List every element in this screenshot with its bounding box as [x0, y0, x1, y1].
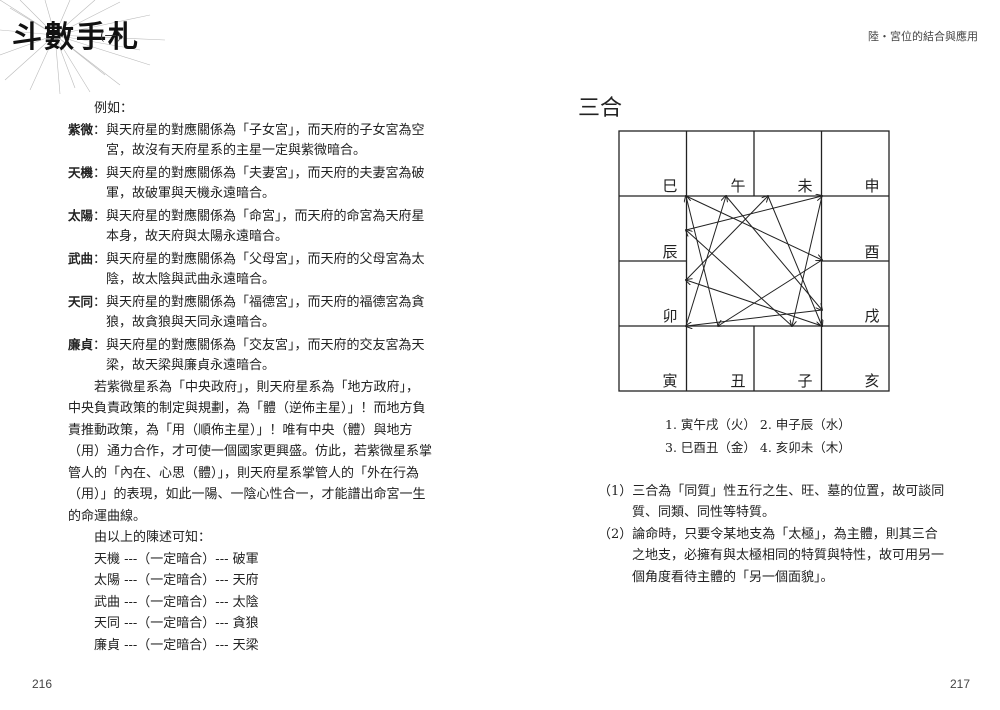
term-sep: ：: [93, 338, 107, 353]
term-text: 與天府星的對應關係為「夫妻宮」，而天府的夫妻宮為破: [106, 166, 425, 181]
header-volume: (一): [100, 29, 122, 43]
diagram-caption-line1: 1. 寅午戌（火） 2. 申子辰（水）: [665, 417, 851, 432]
branch-hai: 亥: [864, 372, 879, 390]
paragraph-line: 中央負責政策的制定與規劃，為「體（逆佈主星）」！而地方負: [68, 401, 426, 416]
branch-xu: 戌: [864, 307, 879, 325]
branch-yin: 寅: [662, 372, 677, 390]
term-sep: ：: [93, 123, 107, 138]
branch-chen: 辰: [662, 243, 677, 261]
term-label: 紫微: [68, 122, 94, 137]
term-sep: ：: [93, 209, 107, 224]
note-line: （2）論命時，只要令某地支為「太極」，為主體，則其三合: [598, 527, 938, 542]
term-sep: ：: [93, 166, 107, 181]
branch-zi: 子: [797, 372, 812, 390]
term-item-1-line2: 宮，故沒有天府星系的主星一定與紫微暗合。: [106, 143, 367, 158]
branch-mao: 卯: [662, 307, 677, 325]
term-text: 與天府星的對應關係為「父母宮」，而天府的父母宮為太: [106, 252, 425, 267]
term-item-6-line2: 梁，故天梁與廉貞永遠暗合。: [106, 358, 276, 373]
summary-item: 廉貞 ---（一定暗合）--- 天梁: [94, 638, 259, 653]
term-text: 與天府星的對應關係為「福德宮」，而天府的福德宮為貪: [106, 295, 425, 310]
term-label: 天機: [68, 165, 94, 180]
term-item-3-line2: 本身，故天府與太陽永遠暗合。: [106, 229, 289, 244]
term-label: 天同: [68, 294, 94, 309]
term-text: 與天府星的對應關係為「交友宮」，而天府的交友宮為天: [106, 338, 425, 353]
branch-chou: 丑: [730, 372, 745, 390]
section-title: 三合: [578, 96, 623, 121]
note-line: （1）三合為「同質」性五行之生、旺、墓的位置，故可談同: [598, 484, 945, 499]
branch-si: 巳: [662, 177, 677, 195]
summary-item: 太陽 ---（一定暗合）--- 天府: [94, 573, 259, 588]
term-item-3-line1: 太陽：與天府星的對應關係為「命宮」，而天府的命宮為天府星: [68, 205, 425, 228]
page-number-left: 216: [32, 677, 53, 691]
term-item-6-line1: 廉貞：與天府星的對應關係為「交友宮」，而天府的交友宮為天: [68, 334, 425, 357]
term-label: 廉貞: [68, 337, 94, 352]
term-text: 與天府星的對應關係為「子女宮」，而天府的子女宮為空: [106, 123, 425, 138]
term-item-1-line1: 紫微：與天府星的對應關係為「子女宮」，而天府的子女宮為空: [68, 119, 425, 142]
branch-you: 酉: [864, 243, 879, 261]
summary-item: 天同 ---（一定暗合）--- 貪狼: [94, 616, 259, 631]
branch-wu: 午: [730, 177, 745, 195]
paragraph-line: 的命運曲線。: [68, 509, 147, 524]
diagram-caption-line2: 3. 巳酉丑（金） 4. 亥卯未（木）: [665, 440, 851, 455]
branch-labels: 巳 午 未 申 辰 酉 卯 戌 寅 丑 子 亥: [662, 177, 879, 390]
term-item-5-line1: 天同：與天府星的對應關係為「福德宮」，而天府的福德宮為貪: [68, 291, 425, 314]
term-item-2-line2: 軍，故破軍與天機永遠暗合。: [106, 186, 276, 201]
summary-item: 天機 ---（一定暗合）--- 破軍: [94, 552, 259, 567]
header-book-title: 斗數手札: [12, 20, 140, 55]
term-item-5-line2: 狼，故貪狼與天同永遠暗合。: [106, 315, 276, 330]
note-line: 質、同類、同性等特質。: [632, 505, 776, 520]
header-burst-decoration: [0, 0, 166, 95]
term-text: 與天府星的對應關係為「命宮」，而天府的命宮為天府星: [106, 209, 425, 224]
term-label: 武曲: [68, 251, 94, 266]
page-number-right: 217: [950, 677, 971, 691]
term-item-4-line2: 陰，故太陰與武曲永遠暗合。: [106, 272, 276, 287]
term-sep: ：: [93, 295, 107, 310]
term-item-2-line1: 天機：與天府星的對應關係為「夫妻宮」，而天府的夫妻宮為破: [68, 162, 425, 185]
note-line: 之地支，必擁有與太極相同的特質與特性，故可用另一: [632, 548, 945, 563]
triangle-arrows: [686, 196, 822, 326]
note-line: 個角度看待主體的「另一個面貌」。: [632, 570, 834, 585]
branch-wei: 未: [797, 177, 812, 195]
paragraph-line: 管人的「內在、心思（體）」，則天府星系掌管人的「外在行為: [68, 466, 420, 481]
summary-item: 武曲 ---（一定暗合）--- 太陰: [94, 595, 259, 610]
paragraph-line: （用）」的表現，如此一陽、一陰心性合一，才能譜出命宮一生: [68, 487, 426, 502]
paragraph-line: （用）通力合作，才可使一個國家更興盛。仿此，若紫微星系掌: [68, 444, 433, 459]
branch-shen: 申: [864, 177, 879, 195]
header-chapter: 陸・宮位的結合與應用: [868, 30, 978, 43]
summary-intro: 由以上的陳述可知：: [94, 530, 212, 545]
paragraph-line: 責推動政策，為「用（順佈主星）」！唯有中央（體）與地方: [68, 423, 413, 438]
term-label: 太陽: [68, 208, 94, 223]
grid-lines: [618, 130, 890, 392]
sanhe-diagram: 巳 午 未 申 辰 酉 卯 戌 寅 丑 子 亥: [618, 130, 890, 392]
term-item-4-line1: 武曲：與天府星的對應關係為「父母宮」，而天府的父母宮為太: [68, 248, 425, 271]
intro-text: 例如：: [94, 101, 134, 116]
paragraph-line: 若紫微星系為「中央政府」，則天府星系為「地方政府」，: [94, 380, 420, 395]
term-sep: ：: [93, 252, 107, 267]
